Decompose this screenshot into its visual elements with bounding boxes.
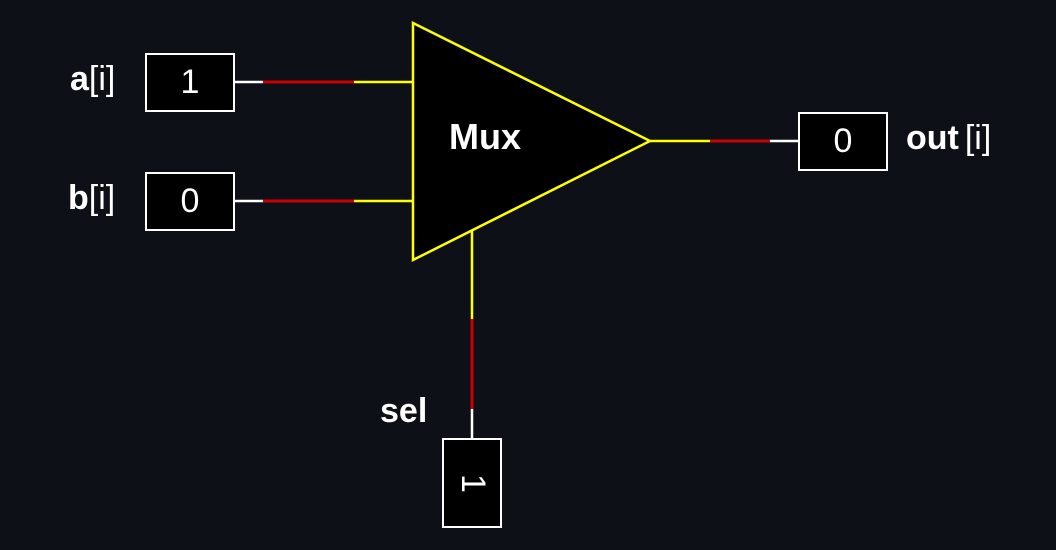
input-a-index: [i] (88, 60, 116, 98)
input-a-value-box[interactable]: 1 (145, 53, 235, 112)
input-a-name: a (70, 60, 89, 98)
input-b-name: b (68, 179, 89, 217)
input-b-index: [i] (88, 179, 116, 217)
input-b-value: 0 (180, 182, 200, 220)
output-name: out (906, 119, 959, 157)
output-index: [i] (964, 119, 992, 157)
input-b-value-box[interactable]: 0 (145, 172, 235, 231)
input-b-label: b[i] (68, 179, 115, 217)
output-label: out[i] (906, 119, 991, 157)
input-a-value: 1 (180, 63, 200, 101)
sel-value: 1 (453, 473, 492, 493)
mux-label: Mux (449, 116, 521, 157)
output-value: 0 (833, 122, 853, 160)
sel-value-box[interactable]: 1 (442, 438, 502, 528)
sel-name: sel (380, 392, 428, 430)
input-a-label: a[i] (70, 60, 115, 98)
output-value-box: 0 (798, 112, 888, 171)
mux-gate-shape (411, 20, 653, 263)
sel-label: sel (380, 392, 427, 430)
